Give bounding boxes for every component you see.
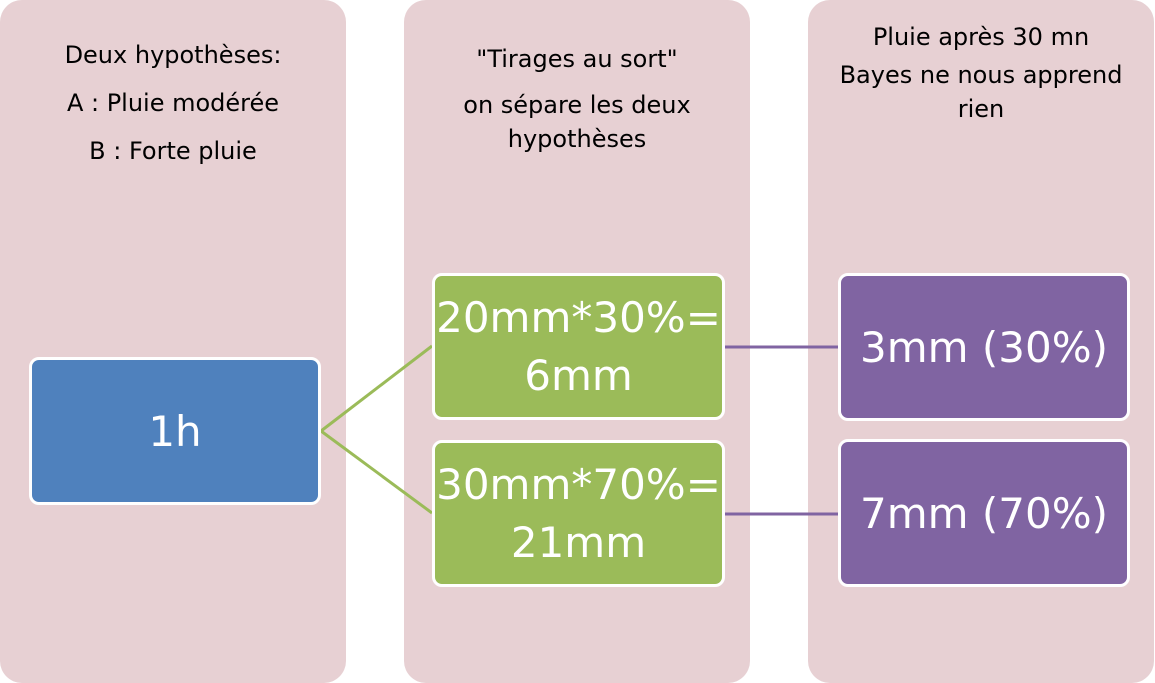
leaf-node-b-label: 7mm (70%) <box>859 488 1109 538</box>
root-node: 1h <box>29 357 321 505</box>
branch-node-a-line1: 20mm*30%= <box>436 292 721 342</box>
leaf-node-a-label: 3mm (30%) <box>859 322 1109 372</box>
branch-node-a: 20mm*30%= 6mm <box>432 273 725 420</box>
root-node-label: 1h <box>148 406 202 456</box>
column-after-30mn-text: Pluie après 30 mn Bayes ne nous apprend … <box>808 20 1154 126</box>
column-draws-title: "Tirages au sort" <box>476 45 678 73</box>
column-hypotheses: Deux hypothèses: A : Pluie modérée B : F… <box>0 0 346 683</box>
branch-node-b: 30mm*70%= 21mm <box>432 440 725 587</box>
column-hypotheses-text: Deux hypothèses: A : Pluie modérée B : F… <box>0 38 346 182</box>
column-draws-subtitle: on sépare les deux hypothèses <box>463 91 691 153</box>
branch-node-b-line1: 30mm*70%= <box>436 459 721 509</box>
column-draws-text: "Tirages au sort" on sépare les deux hyp… <box>404 42 750 156</box>
leaf-node-b: 7mm (70%) <box>838 439 1130 587</box>
column-hypotheses-option-a: A : Pluie modérée <box>66 89 280 117</box>
leaf-node-a: 3mm (30%) <box>838 273 1130 421</box>
column-hypotheses-title: Deux hypothèses: <box>64 41 282 69</box>
column-hypotheses-option-b: B : Forte pluie <box>89 137 257 165</box>
column-after-30mn-title: Pluie après 30 mn <box>872 23 1090 51</box>
branch-node-a-line2: 6mm <box>524 350 633 400</box>
branch-node-b-line2: 21mm <box>510 517 647 567</box>
column-after-30mn-subtitle: Bayes ne nous apprend rien <box>839 61 1123 123</box>
